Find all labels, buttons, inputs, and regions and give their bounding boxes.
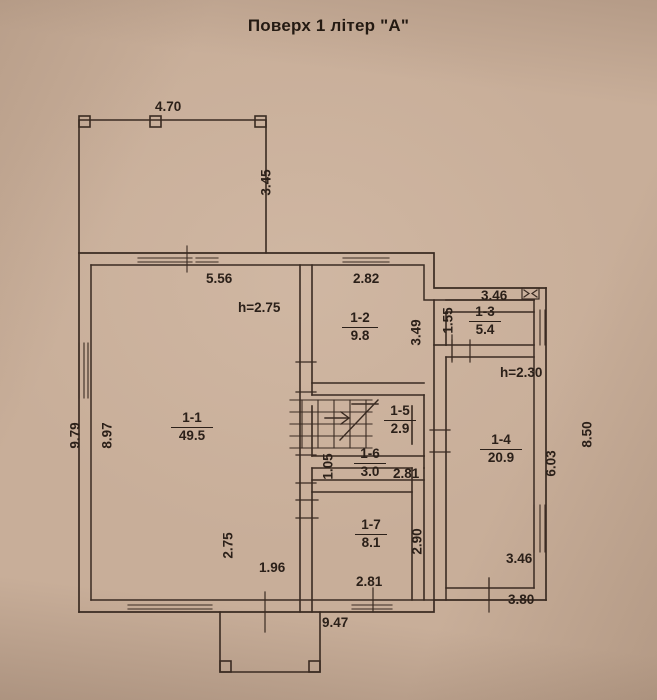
dim-outer-left: 9.79 [67, 422, 83, 449]
stair-enclosure [411, 394, 425, 457]
dim-room14-bottom: 3.46 [506, 551, 533, 566]
dim-outer-bottom-right: 3.80 [508, 592, 535, 607]
room-label-1-4: 1-4 20.9 [472, 432, 530, 466]
doorway-mark [295, 499, 319, 519]
dim-room13-left: 1.55 [440, 307, 456, 334]
dim-room12-top: 2.82 [353, 271, 380, 286]
window-opening [137, 245, 219, 273]
room-label-1-6: 1-6 3.0 [346, 446, 394, 480]
room-1-7-area: 8.1 [361, 535, 381, 551]
dim-outer-bottom: 9.47 [322, 615, 349, 630]
room-1-3-divider [469, 320, 501, 323]
dim-outer-right: 8.50 [579, 421, 595, 448]
room-label-1-5: 1-5 2.9 [376, 403, 424, 437]
room-label-1-7: 1-7 8.1 [347, 517, 395, 551]
window-opening [342, 252, 390, 263]
room-label-1-3: 1-3 5.4 [460, 304, 510, 338]
room-1-1-divider [171, 426, 213, 429]
room-1-2-area: 9.8 [350, 328, 370, 344]
stair-direction-arrow-icon [324, 411, 351, 425]
room-1-3-top-wall [445, 299, 535, 313]
room-1-1-area: 49.5 [178, 428, 206, 444]
room-1-5-divider [384, 419, 416, 422]
stair-treads [289, 399, 379, 449]
room-1-6-number: 1-6 [360, 446, 380, 461]
dim-room17-bottom: 2.81 [356, 574, 383, 589]
room-1-6-walls [311, 455, 425, 601]
dim-room11-top: 5.56 [206, 271, 233, 286]
entrance-porch [219, 611, 321, 673]
ceiling-height-right: h=2.30 [500, 365, 543, 380]
room-label-1-1: 1-1 49.5 [162, 410, 222, 444]
dim-terrace-depth: 3.45 [258, 169, 274, 196]
doorway-mark [295, 361, 317, 484]
room-1-3-bottom-wall [433, 344, 535, 358]
dim-room17-right: 2.90 [409, 528, 425, 555]
room-1-5-number: 1-5 [390, 403, 410, 418]
room-1-4-area: 20.9 [487, 450, 515, 466]
dimension-ticks [264, 334, 490, 633]
room-label-1-2: 1-2 9.8 [332, 310, 388, 344]
window-opening [127, 599, 393, 610]
right-block-left-wall [433, 299, 447, 601]
room-1-3-area: 5.4 [475, 322, 495, 338]
dim-room16-bottom: 2.81 [393, 466, 420, 481]
dim-room13-top: 3.46 [481, 288, 508, 303]
window-opening [533, 309, 546, 553]
window-opening [78, 342, 89, 399]
dim-lower-mid: 1.96 [259, 560, 286, 575]
dim-terrace-width: 4.70 [155, 99, 182, 114]
room-1-5-area: 2.9 [390, 421, 410, 437]
room-1-4-divider [480, 448, 522, 451]
doorway-mark [429, 429, 451, 453]
dim-room12-right: 3.49 [408, 319, 424, 346]
room-1-2-walls [311, 382, 425, 396]
room-1-2-divider [342, 326, 378, 329]
room-1-7-walls [311, 479, 425, 493]
room-1-6-area: 3.0 [360, 464, 380, 480]
room-1-7-number: 1-7 [361, 517, 381, 532]
dim-room11-height: 8.97 [99, 422, 115, 449]
building-outer-walls [78, 252, 547, 613]
terrace-outline [78, 115, 267, 254]
room-1-1-number: 1-1 [182, 410, 202, 425]
room-1-6-divider [354, 462, 386, 465]
room-1-4-number: 1-4 [491, 432, 511, 447]
page-title: Поверх 1 літер "А" [247, 16, 410, 35]
room-1-3-number: 1-3 [475, 304, 495, 319]
ceiling-height-main: h=2.75 [238, 300, 281, 315]
doorway-mark [451, 339, 471, 363]
dim-room16-left: 1.05 [320, 453, 336, 480]
window-vent-icon [521, 287, 540, 300]
dim-room14-right: 6.03 [543, 450, 559, 477]
room-1-7-divider [355, 533, 387, 536]
dim-lower-left-vert: 2.75 [220, 532, 236, 559]
room-1-2-number: 1-2 [350, 310, 370, 325]
